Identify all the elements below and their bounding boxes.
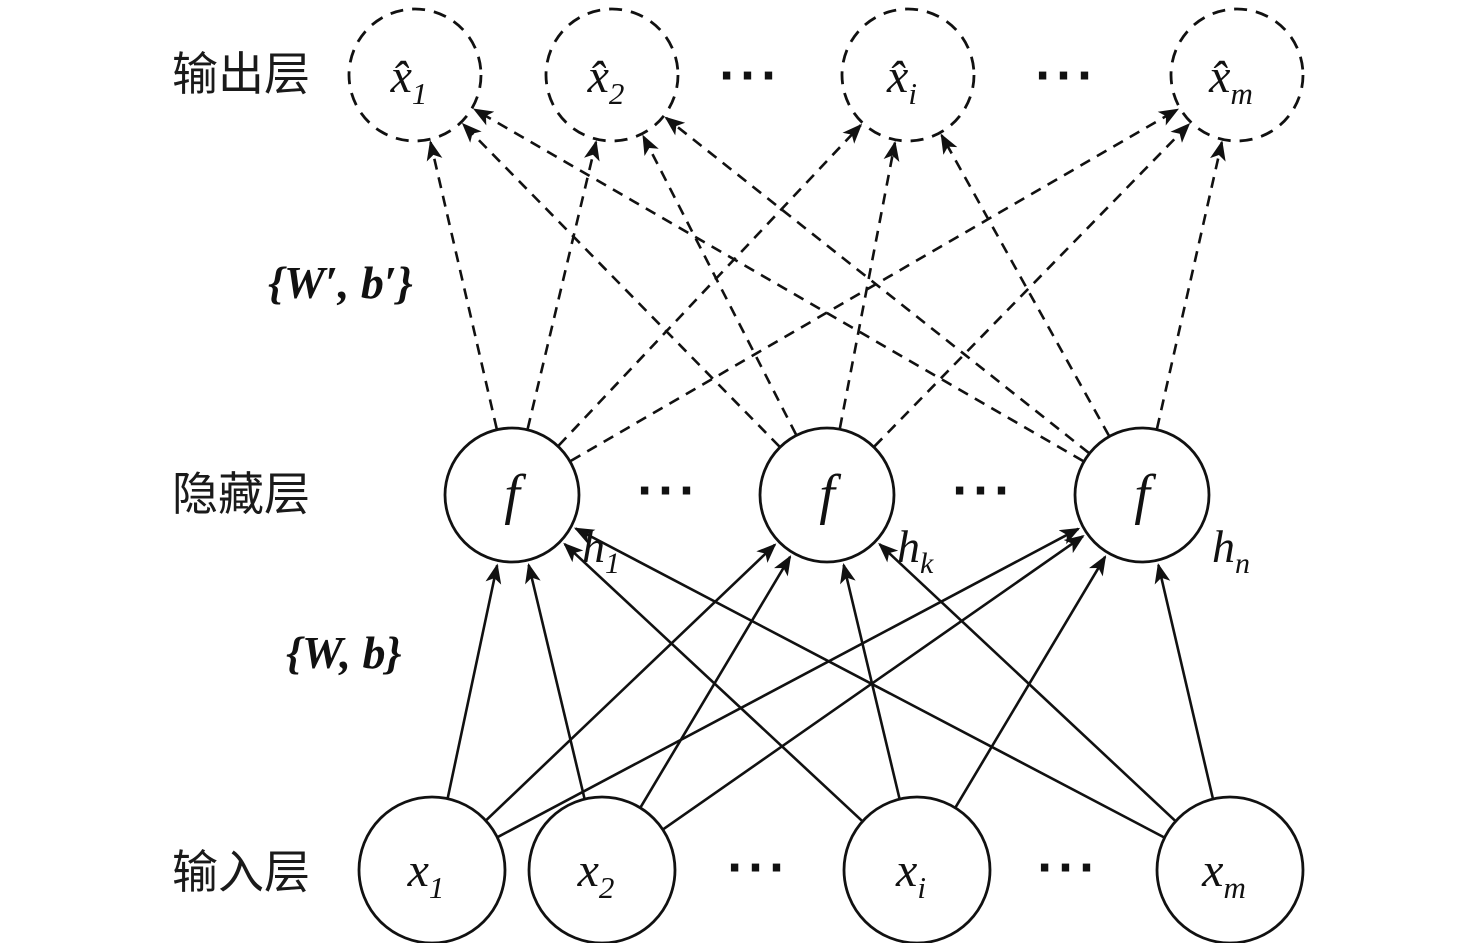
edge-hidden3-output2 [664, 116, 1090, 454]
output-node-i [840, 7, 976, 143]
hidden-node-1-name: h1 [582, 521, 620, 580]
edge-hidden1-output3 [557, 123, 863, 447]
output-ellipsis-2: ··· [1035, 51, 1098, 100]
edge-input4-hidden1 [573, 527, 1165, 839]
edge-hidden2-output3 [838, 140, 900, 429]
output-node-i-label: x̂i [886, 50, 917, 111]
encoder-weights-label: {W, b} [286, 627, 402, 678]
edge-input4-hidden2 [878, 542, 1177, 822]
edge-hidden2-output1 [461, 122, 781, 448]
input-layer: x1 x2 xi xm ··· ··· [357, 795, 1305, 943]
input-node-m-label: xm [1201, 844, 1246, 905]
output-ellipsis-1: ··· [719, 51, 782, 100]
input-node-2-label: x2 [577, 844, 615, 905]
hidden-node-n-name: hn [1212, 521, 1250, 580]
hidden-node-k [758, 426, 896, 564]
edge-input1-hidden3 [497, 527, 1081, 838]
edge-input1-hidden1 [446, 563, 502, 799]
layer-captions: 输出层 隐藏层 输入层 [172, 48, 310, 898]
edge-input2-hidden1 [525, 563, 586, 800]
edge-input3-hidden1 [563, 542, 863, 822]
output-node-1-label: x̂1 [390, 50, 428, 111]
input-ellipsis-2: ··· [1037, 843, 1100, 892]
hidden-node-n [1073, 426, 1211, 564]
output-layer-caption: 输出层 [172, 48, 310, 100]
input-ellipsis-1: ··· [727, 843, 790, 892]
output-node-m-label: x̂m [1208, 50, 1253, 111]
hidden-node-k-name: hk [897, 521, 934, 580]
input-node-1 [357, 795, 507, 943]
output-node-m [1169, 7, 1305, 143]
edge-hidden2-output2 [642, 134, 798, 436]
edge-hidden3-output1 [472, 108, 1084, 463]
edge-hidden1-output4 [570, 108, 1180, 463]
edge-hidden3-output3 [940, 133, 1111, 437]
hidden-node-1 [443, 426, 581, 564]
edge-input3-hidden2 [840, 563, 901, 800]
edge-input4-hidden3 [1154, 563, 1215, 800]
input-node-i [842, 795, 992, 943]
output-node-1 [347, 7, 483, 143]
hidden-layer-caption: 隐藏层 [172, 468, 310, 520]
input-node-i-label: xi [895, 844, 926, 905]
hidden-layer: f f f h1 hk hn ··· ··· [443, 426, 1250, 580]
decoder-weights-label: {W′, b′} [268, 257, 413, 308]
hidden-ellipsis-1: ··· [637, 466, 700, 515]
hidden-ellipsis-2: ··· [952, 466, 1015, 515]
input-node-1-label: x1 [407, 844, 445, 905]
edge-input3-hidden3 [954, 555, 1107, 809]
output-node-2 [544, 7, 680, 143]
output-layer: x̂1 x̂2 x̂i x̂m ··· ··· [347, 7, 1305, 143]
edge-hidden1-output1 [426, 140, 498, 429]
input-layer-caption: 输入层 [172, 846, 310, 898]
output-node-2-label: x̂2 [587, 50, 625, 111]
edge-hidden3-output4 [1155, 140, 1226, 429]
input-node-m [1155, 795, 1305, 943]
input-node-2 [527, 795, 677, 943]
edge-hidden1-output2 [526, 140, 600, 430]
encoder-edges [446, 527, 1215, 839]
edge-input1-hidden2 [485, 543, 777, 822]
weight-annotations: {W′, b′} {W, b} [268, 257, 413, 678]
edge-input2-hidden3 [662, 535, 1085, 831]
edge-input2-hidden2 [639, 555, 792, 809]
decoder-edges [426, 108, 1226, 463]
edge-hidden2-output4 [873, 122, 1191, 448]
